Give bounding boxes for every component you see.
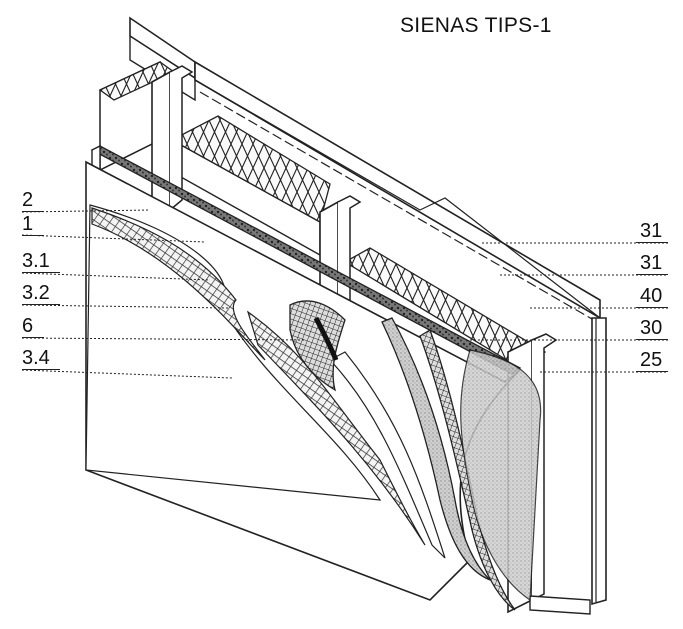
diagram-title: SIENAS TIPS-1 xyxy=(400,14,552,37)
label-underline xyxy=(22,272,60,273)
label-2: 2 xyxy=(22,189,34,211)
label-3-2: 3.2 xyxy=(22,282,50,304)
label-underline xyxy=(22,304,60,305)
label-31-a: 31 xyxy=(640,220,663,242)
label-underline xyxy=(22,337,44,338)
label-6: 6 xyxy=(22,315,34,337)
label-25: 25 xyxy=(640,349,663,371)
label-underline xyxy=(636,274,668,275)
framing-back xyxy=(129,16,607,606)
label-3-4: 3.4 xyxy=(22,347,50,369)
label-3-1: 3.1 xyxy=(22,250,50,272)
label-underline xyxy=(22,235,44,236)
front-plaster-layers xyxy=(85,160,542,611)
label-30: 30 xyxy=(640,317,663,339)
label-underline xyxy=(636,307,668,308)
label-underline xyxy=(22,369,60,370)
label-40: 40 xyxy=(640,285,663,307)
label-underline xyxy=(636,339,668,340)
label-underline xyxy=(22,211,44,212)
label-underline xyxy=(636,371,668,372)
label-31-b: 31 xyxy=(640,252,663,274)
label-underline xyxy=(636,242,668,243)
label-1: 1 xyxy=(22,213,34,235)
